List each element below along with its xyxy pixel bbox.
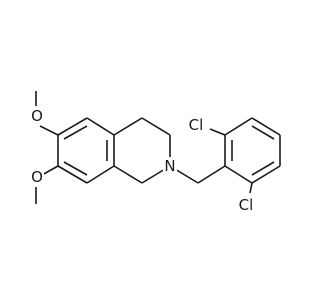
bond-ph-6	[224, 165, 253, 184]
bond-ph-2	[224, 117, 253, 136]
atom-label-cl-upper: Cl	[189, 116, 204, 134]
bond-ar-cl-lower	[249, 182, 253, 194]
chlorine-bonds	[209, 128, 253, 194]
methoxy-lower	[35, 165, 59, 204]
atom-label-cl-lower: Cl	[239, 196, 254, 214]
methoxy-upper	[35, 91, 59, 136]
bond-ch2-ar	[197, 165, 226, 184]
bond-o-ar-upper	[39, 125, 59, 136]
bond-ph-5-inner	[251, 161, 275, 176]
atom-label-o-lower: O	[31, 168, 43, 186]
bond-o-ar-lower	[41, 165, 59, 176]
benzyl-linker	[169, 165, 226, 184]
molecule-structure: O O N Cl Cl	[30, 91, 281, 214]
bond-ph-5	[251, 165, 281, 184]
bond-c4a-c4	[113, 117, 143, 136]
bond-ar-1	[57, 117, 88, 136]
atom-labels: O O N Cl Cl	[30, 107, 258, 214]
bond-ar-5	[57, 165, 88, 184]
bond-ph-3-inner	[251, 125, 275, 140]
benzo-ring	[57, 117, 115, 184]
bond-ar-2	[86, 117, 115, 136]
atom-label-n: N	[164, 157, 175, 175]
bond-ar-5-inner	[63, 161, 88, 176]
tetrahydro-ring	[113, 117, 171, 184]
bond-ar-cl-upper	[209, 128, 226, 136]
bond-ph-3	[251, 117, 281, 136]
bond-c1-c8a	[113, 165, 143, 184]
bond-c4-c3	[141, 117, 171, 136]
dichlorophenyl-ring	[224, 117, 281, 184]
atom-label-o-upper: O	[31, 107, 43, 125]
bond-ar-4	[86, 165, 115, 184]
bond-ar-1-inner	[63, 125, 88, 140]
